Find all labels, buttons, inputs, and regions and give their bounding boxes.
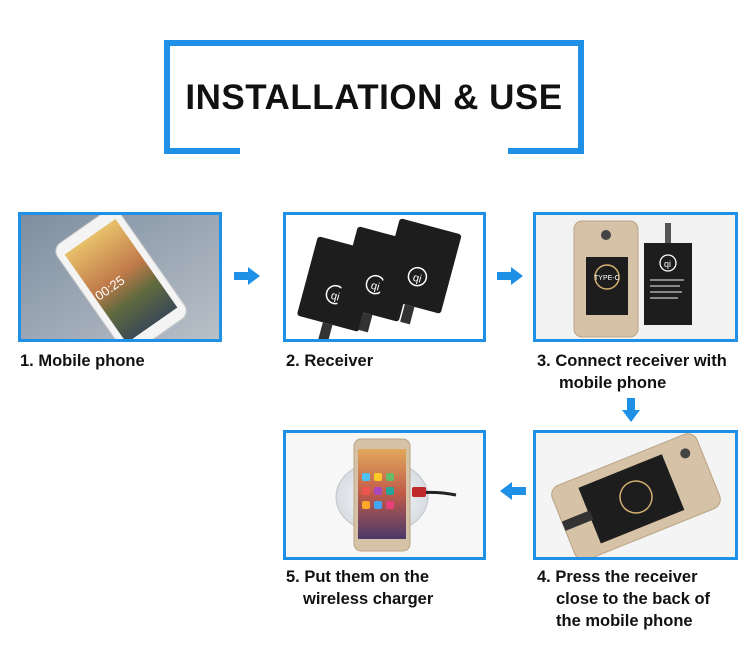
title-frame-bottom-right (508, 148, 584, 154)
svg-text:qi: qi (369, 280, 380, 294)
receiver-type-label: TYPE-C (594, 275, 620, 282)
title-frame-top (164, 40, 584, 46)
title-frame: INSTALLATION & USE (164, 40, 584, 154)
title-frame-bottom-left (164, 148, 240, 154)
step-4-label-line2: close to the back of (556, 590, 711, 608)
svg-text:qi: qi (329, 290, 340, 304)
step-2-image: qi qi qi (283, 212, 486, 342)
arrow-right-icon (495, 265, 525, 287)
svg-text:qi: qi (411, 272, 422, 286)
step-1-label: 1. Mobile phone (20, 352, 145, 370)
step-2-label: 2. Receiver (286, 352, 374, 370)
step-5-label-line1: 5. Put them on the (286, 568, 430, 586)
arrow-right-icon (232, 265, 262, 287)
step-4-image (533, 430, 738, 560)
step-4-label-line3: the mobile phone (556, 612, 693, 630)
arrow-down-icon (620, 396, 642, 424)
step-3-image: TYPE-C qi (533, 212, 738, 342)
page-title: INSTALLATION & USE (185, 78, 563, 117)
svg-text:qi: qi (664, 259, 671, 269)
step-5-label-line2: wireless charger (303, 590, 434, 608)
step-3-label-line2: mobile phone (559, 374, 667, 392)
step-5-image (283, 430, 486, 560)
step-1-image: 00:25 (18, 212, 222, 342)
title-frame-right (578, 40, 584, 154)
title-frame-left (164, 40, 170, 154)
step-4-label-line1: 4. Press the receiver (537, 568, 698, 586)
arrow-left-icon (498, 480, 528, 502)
step-3-label-line1: 3. Connect receiver with (537, 352, 727, 370)
